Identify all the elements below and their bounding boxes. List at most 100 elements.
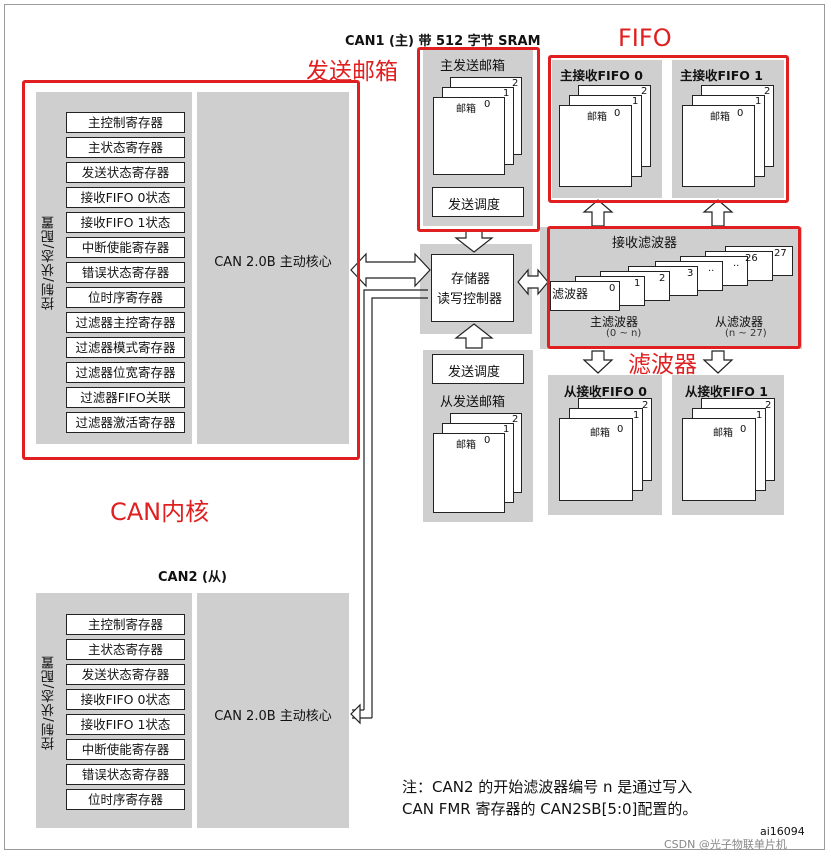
tx-master-scheduler <box>432 187 524 217</box>
fifo-slave-1-title: 从接收FIFO 1 <box>685 384 768 399</box>
memctrl-line1: 存储器 <box>451 272 491 287</box>
fifo-slave-0-num-0: 0 <box>617 424 624 435</box>
filters-master-label: 主滤波器 <box>590 315 639 329</box>
fifo-master-0-mailbox: 邮箱 <box>587 112 607 123</box>
highlight-tx-mailbox <box>417 47 540 232</box>
memctrl-filter-arrow <box>517 268 549 296</box>
can1-memctrl-arrow <box>350 252 431 288</box>
fifo-slave-1-page-0 <box>682 418 756 501</box>
filters-slave-range: (n ~ 27) <box>725 328 767 339</box>
fifo-master-0-num-1: 1 <box>632 96 639 107</box>
tx-slave-title: 从发送邮箱 <box>440 395 506 410</box>
memctrl-line2: 读写控制器 <box>437 292 503 307</box>
filter-num-dots-b: .. <box>733 258 740 269</box>
highlight-filter <box>547 226 801 349</box>
fifo-slave-0-mailbox: 邮箱 <box>590 428 610 439</box>
filters-master-range: (0 ~ n) <box>606 328 642 339</box>
can1-register-5: 中断使能寄存器 <box>66 237 185 258</box>
can2-register-6: 错误状态寄存器 <box>66 764 185 785</box>
fifo-master-0-num-0: 0 <box>614 108 621 119</box>
tx-slave-num-0: 0 <box>484 435 491 446</box>
can2-register-3: 接收FIFO 0状态 <box>66 689 185 710</box>
filter-fifo1-up-arrow <box>702 199 734 227</box>
annotation-filter: 滤波器 <box>628 352 697 378</box>
can2-core-label: CAN 2.0B 主动核心 <box>214 709 332 724</box>
can1-register-8: 过滤器主控寄存器 <box>66 312 185 333</box>
tx-slave-num-1: 1 <box>503 424 510 435</box>
fifo-slave-0-num-2: 2 <box>642 400 649 411</box>
tx-slave-scheduler <box>432 354 524 384</box>
can2-register-5: 中断使能寄存器 <box>66 739 185 760</box>
tx-master-page-0 <box>433 97 505 175</box>
fifo-master-1-num-2: 2 <box>764 86 771 97</box>
tx-master-num-1: 1 <box>503 88 510 99</box>
can1-title: CAN1 (主) 带 512 字节 SRAM <box>345 34 541 49</box>
highlight-can-core <box>22 80 360 460</box>
fifo-master-0-num-2: 2 <box>641 86 648 97</box>
annotation-can-core: CAN内核 <box>110 498 210 526</box>
tx-slave-page-0 <box>433 433 505 513</box>
fifo-slave-0-title: 从接收FIFO 0 <box>564 384 647 399</box>
tx-master-title: 主发送邮箱 <box>440 59 506 74</box>
filter-card-0 <box>550 281 620 311</box>
can1-register-7: 位时序寄存器 <box>66 287 185 308</box>
fifo-master-1-page-0 <box>682 105 755 187</box>
can2-arrowhead <box>350 703 361 725</box>
memory-controller <box>431 254 514 322</box>
can2-register-0: 主控制寄存器 <box>66 614 185 635</box>
can1-register-3: 接收FIFO 0状态 <box>66 187 185 208</box>
tx-slave-num-2: 2 <box>512 414 519 425</box>
can1-register-12: 过滤器激活寄存器 <box>66 412 185 433</box>
filter-sfifo1-down-arrow <box>702 350 734 374</box>
can1-core-label: CAN 2.0B 主动核心 <box>214 255 332 270</box>
fifo-master-1-title: 主接收FIFO 1 <box>680 68 763 83</box>
can1-register-10: 过滤器位宽寄存器 <box>66 362 185 383</box>
figure-frame <box>4 4 825 850</box>
watermark: CSDN @光子物联单片机 <box>664 838 787 851</box>
filter-num-27: 27 <box>774 248 787 259</box>
filter-front-label: 滤波器 <box>552 287 589 301</box>
fifo-slave-1-mailbox: 邮箱 <box>713 428 733 439</box>
fifo-slave-1-num-0: 0 <box>740 424 747 435</box>
tx-slave-up-arrow <box>454 323 494 349</box>
filter-num-0: 0 <box>609 283 616 294</box>
can1-register-0: 主控制寄存器 <box>66 112 185 133</box>
can1-register-2: 发送状态寄存器 <box>66 162 185 183</box>
note-line-2: CAN FMR 寄存器的 CAN2SB[5:0]配置的。 <box>402 800 698 818</box>
tx-master-num-2: 2 <box>512 78 519 89</box>
fifo-master-1-mailbox: 邮箱 <box>710 112 730 123</box>
note-line-1: 注：CAN2 的开始滤波器编号 n 是通过写入 <box>402 778 693 796</box>
filter-num-dots-a: .. <box>708 263 715 274</box>
fifo-master-0-page-0 <box>559 105 632 187</box>
can2-core-panel <box>197 593 349 828</box>
fifo-master-1-num-1: 1 <box>755 96 762 107</box>
filter-num-1: 1 <box>634 278 641 289</box>
filter-fifo0-up-arrow <box>582 199 614 227</box>
filter-num-2: 2 <box>659 273 666 284</box>
filter-sfifo0-down-arrow <box>582 350 614 374</box>
can1-register-11: 过滤器FIFO关联 <box>66 387 185 408</box>
can1-register-9: 过滤器模式寄存器 <box>66 337 185 358</box>
fifo-slave-1-num-1: 1 <box>756 410 763 421</box>
filters-title: 接收滤波器 <box>612 236 678 251</box>
fifo-master-1-num-0: 0 <box>737 108 744 119</box>
fifo-master-0-title: 主接收FIFO 0 <box>560 68 643 83</box>
fifo-slave-1-num-2: 2 <box>765 400 772 411</box>
can2-register-2: 发送状态寄存器 <box>66 664 185 685</box>
can1-register-1: 主状态寄存器 <box>66 137 185 158</box>
can2-title: CAN2 (从) <box>158 570 227 585</box>
can2-register-1: 主状态寄存器 <box>66 639 185 660</box>
fifo-slave-0-page-0 <box>559 418 633 501</box>
can1-register-6: 错误状态寄存器 <box>66 262 185 283</box>
filter-num-3: 3 <box>687 268 694 279</box>
filter-num-26: 26 <box>745 253 758 264</box>
tx-slave-scheduler-label: 发送调度 <box>448 365 501 380</box>
can1-core-panel <box>197 92 349 444</box>
tx-master-num-0: 0 <box>484 99 491 110</box>
annotation-tx-mailbox: 发送邮箱 <box>306 59 398 85</box>
figure-id: ai16094 <box>760 825 805 838</box>
filters-slave-label: 从滤波器 <box>715 315 764 329</box>
fifo-slave-0-num-1: 1 <box>633 410 640 421</box>
can2-register-4: 接收FIFO 1状态 <box>66 714 185 735</box>
